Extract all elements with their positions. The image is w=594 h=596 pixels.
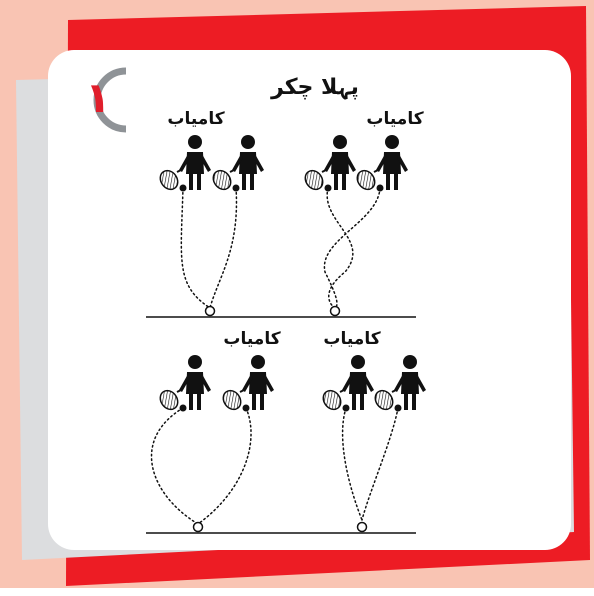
player-leg <box>386 174 390 190</box>
racket-icon <box>159 389 179 411</box>
trajectory-bottom-right-1 <box>341 407 363 521</box>
landing-mark-top-right <box>329 305 341 317</box>
racket-handle <box>176 169 182 173</box>
player-arm <box>242 374 253 392</box>
trajectories-layer <box>150 187 399 533</box>
trajectory-bottom-left-2 <box>197 407 252 525</box>
player-leg <box>360 394 364 410</box>
landing-mark-bottom-left <box>192 521 204 533</box>
round-number-badge: ١ <box>85 67 127 133</box>
player-leg <box>394 174 398 190</box>
player-arm <box>376 154 387 172</box>
player-head <box>385 135 399 149</box>
badge-ring-icon <box>93 67 127 133</box>
player-leg <box>250 174 254 190</box>
player-leg <box>404 394 408 410</box>
player-head <box>241 135 255 149</box>
player-arm <box>345 154 356 172</box>
racket-icon <box>222 389 242 411</box>
racket-icon <box>322 389 342 411</box>
trajectory-bottom-left-1 <box>150 407 199 525</box>
player-head <box>351 355 365 369</box>
players-layer <box>159 135 426 412</box>
player-body <box>186 152 204 174</box>
player-leg <box>189 174 193 190</box>
white-margin-bottom <box>0 588 594 596</box>
player-head <box>333 135 347 149</box>
player-leg <box>242 174 246 190</box>
player-leg <box>412 394 416 410</box>
player-bottom-right-2 <box>374 355 426 412</box>
trajectory-top-right-2 <box>323 187 381 309</box>
panel-label-top-right: کامیاب <box>366 109 423 129</box>
page-title: پہلا چکر <box>270 75 359 100</box>
racket-handle <box>176 389 182 393</box>
player-bottom-left-2 <box>222 355 274 412</box>
trajectory-top-left-2 <box>209 187 238 309</box>
white-card <box>48 50 571 550</box>
player-arm <box>253 154 264 172</box>
player-head <box>251 355 265 369</box>
player-top-left-2 <box>212 135 264 192</box>
player-leg <box>197 394 201 410</box>
player-head <box>188 135 202 149</box>
player-arm <box>415 374 426 392</box>
player-top-right-2 <box>356 135 408 192</box>
panel-label-top-left: کامیاب <box>167 109 224 129</box>
player-leg <box>342 174 346 190</box>
player-head <box>188 355 202 369</box>
player-leg <box>189 394 193 410</box>
player-body <box>249 372 267 394</box>
player-leg <box>260 394 264 410</box>
player-leg <box>197 174 201 190</box>
racket-icon <box>356 169 376 191</box>
player-arm <box>397 154 408 172</box>
panel-label-bottom-right: کامیاب <box>323 329 380 349</box>
racket-handle <box>239 389 245 393</box>
player-arm <box>263 374 274 392</box>
landing-mark-bottom-right <box>356 521 368 533</box>
racket-handle <box>373 169 379 173</box>
player-bottom-right-1 <box>322 355 374 412</box>
panel-label-bottom-left: کامیاب <box>223 329 280 349</box>
racket-icon <box>374 389 394 411</box>
racket-icon <box>159 169 179 191</box>
player-bottom-left-1 <box>159 355 211 412</box>
trajectory-top-right-1 <box>326 187 354 309</box>
player-arm <box>394 374 405 392</box>
player-body <box>331 152 349 174</box>
player-arm <box>342 374 353 392</box>
racket-handle <box>391 389 397 393</box>
badge-numeral: ١ <box>85 73 111 122</box>
player-body <box>349 372 367 394</box>
player-leg <box>334 174 338 190</box>
player-head <box>403 355 417 369</box>
racket-icon <box>304 169 324 191</box>
racket-handle <box>229 169 235 173</box>
player-body <box>401 372 419 394</box>
player-arm <box>363 374 374 392</box>
player-leg <box>252 394 256 410</box>
player-arm <box>179 154 190 172</box>
player-arm <box>200 154 211 172</box>
player-leg <box>352 394 356 410</box>
player-body <box>186 372 204 394</box>
landing-mark-top-left <box>204 305 216 317</box>
player-top-left-1 <box>159 135 211 192</box>
player-arm <box>232 154 243 172</box>
trajectory-top-left-1 <box>180 187 211 309</box>
player-body <box>239 152 257 174</box>
player-top-right-1 <box>304 135 356 192</box>
racket-handle <box>321 169 327 173</box>
player-arm <box>179 374 190 392</box>
player-arm <box>324 154 335 172</box>
racket-icon <box>212 169 232 191</box>
player-body <box>383 152 401 174</box>
player-arm <box>200 374 211 392</box>
racket-handle <box>339 389 345 393</box>
trajectory-bottom-right-2 <box>361 407 399 521</box>
